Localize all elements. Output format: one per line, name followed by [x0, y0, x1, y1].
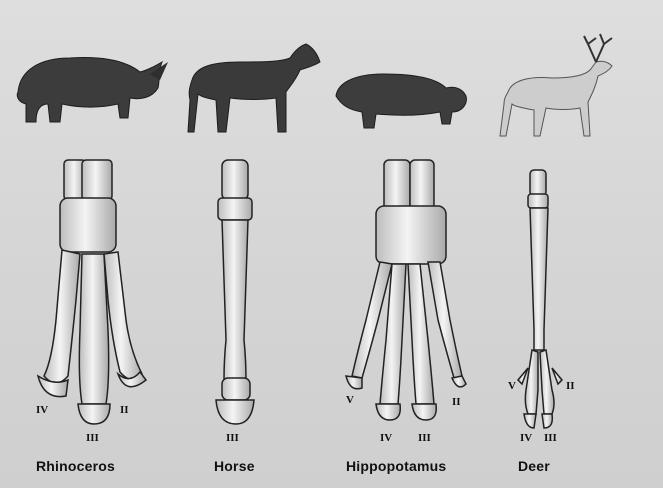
hippopotamus-digit-ii: II	[452, 396, 461, 408]
hippopotamus-digit-iii: III	[418, 432, 431, 444]
horse-foot	[216, 160, 254, 424]
deer-digit-ii: II	[566, 380, 575, 392]
rhinoceros-digit-iv: IV	[36, 404, 48, 416]
rhinoceros-digit-iii: III	[86, 432, 99, 444]
deer-label: Deer	[518, 458, 550, 474]
hippopotamus-foot	[346, 160, 466, 420]
deer-digit-iii: III	[544, 432, 557, 444]
deer-digit-v: V	[508, 380, 516, 392]
rhinoceros-figure	[17, 58, 168, 122]
deer-digit-iv: IV	[520, 432, 532, 444]
hippopotamus-digit-v: V	[346, 394, 354, 406]
deer-figure	[500, 34, 612, 136]
hippopotamus-figure	[336, 74, 466, 128]
hippopotamus-label: Hippopotamus	[346, 458, 446, 474]
horse-figure	[188, 44, 320, 132]
rhinoceros-foot	[38, 160, 146, 424]
hippopotamus-digit-iv: IV	[380, 432, 392, 444]
deer-foot	[518, 170, 562, 428]
horse-label: Horse	[214, 458, 255, 474]
rhinoceros-digit-ii: II	[120, 404, 129, 416]
rhinoceros-label: Rhinoceros	[36, 458, 115, 474]
horse-digit-iii: III	[226, 432, 239, 444]
